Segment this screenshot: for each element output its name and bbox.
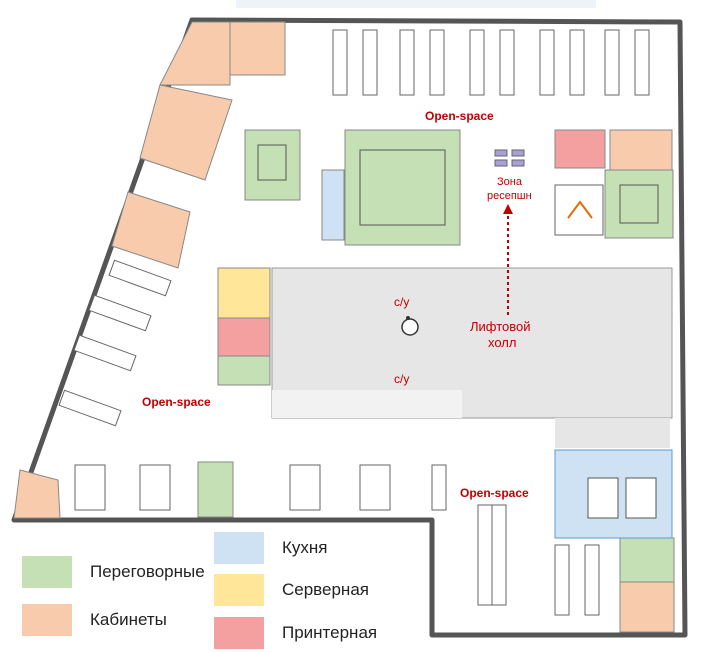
plan-shape: [494, 159, 508, 167]
legend-swatch: [22, 604, 72, 636]
plan-shape: [569, 29, 585, 96]
meeting-room: [344, 129, 461, 246]
printer-room: [217, 317, 271, 357]
plan-shape: [73, 334, 137, 372]
desk-cluster-top: [332, 29, 650, 96]
legend-label: Принтерная: [282, 623, 378, 642]
plan-shape: [399, 29, 415, 96]
label-open-space-top: Open-space: [425, 109, 494, 123]
legend-swatch: [214, 617, 264, 649]
legend-item-printer: Принтерная: [214, 617, 377, 649]
desk-cluster-bottom: [74, 464, 447, 511]
label-lift-2: холл: [488, 335, 516, 350]
label-lift-1: Лифтовой: [470, 319, 531, 334]
legend-label: Серверная: [282, 580, 369, 599]
office-room: [111, 191, 191, 269]
plan-shape: [289, 464, 321, 511]
label-open-space-left: Open-space: [142, 395, 211, 409]
legend-label: Переговорные: [90, 562, 205, 581]
plan-shape: [499, 29, 515, 96]
plan-shape: [494, 149, 508, 157]
plan-shape: [511, 159, 525, 167]
legend-item-office: Кабинеты: [22, 604, 167, 636]
kitchen-room: [321, 169, 345, 241]
corridor: [272, 390, 462, 418]
office-room: [619, 579, 675, 633]
plan-shape: [469, 29, 485, 96]
label-wc-bottom: с/у: [394, 372, 409, 386]
plan-shape: [332, 29, 348, 96]
plan-shape: [406, 316, 410, 320]
stair-mark: [567, 200, 593, 219]
plan-shape: [477, 504, 493, 606]
plan-shape: [74, 464, 106, 511]
plan-shape: [554, 544, 570, 616]
plan-shape: [604, 29, 620, 96]
label-wc-top: с/у: [394, 295, 409, 309]
legend-item-meeting: Переговорные: [22, 556, 205, 588]
plan-shape: [58, 389, 122, 427]
plan-shape: [362, 29, 378, 96]
plan-shape: [108, 259, 172, 297]
plan-shape: [539, 29, 555, 96]
meeting-room: [197, 461, 234, 518]
plan-shape: [139, 464, 171, 511]
office-room: [229, 21, 286, 76]
wheelchair-icon: [401, 316, 419, 336]
legend-swatch: [22, 556, 72, 588]
legend-label: Кабинеты: [90, 610, 167, 629]
legend-swatch: [214, 574, 264, 606]
office-room: [159, 21, 231, 86]
plan-shape: [511, 149, 525, 157]
plan-shape: [401, 318, 419, 336]
meeting-room: [619, 537, 675, 583]
label-open-space-right: Open-space: [460, 486, 529, 500]
label-reception-1: Зона: [497, 176, 523, 188]
printer-room: [554, 129, 606, 169]
core-zone-lower: [555, 418, 670, 448]
top-title-strip: [236, 0, 596, 8]
stair-room: [554, 184, 604, 236]
office-room: [13, 469, 61, 519]
meeting-table: [257, 144, 287, 181]
label-reception-2: ресепшн: [487, 190, 532, 202]
plan-shape: [584, 544, 600, 616]
meeting-table: [619, 184, 659, 224]
plan-shape: [88, 294, 152, 332]
route-arrow-head: [503, 204, 513, 214]
meeting-table: [625, 477, 657, 519]
office-room: [139, 84, 233, 181]
plan-shape: [431, 464, 447, 511]
meeting-room: [244, 129, 301, 201]
legend-label: Кухня: [282, 538, 328, 557]
reception-desks: [494, 149, 525, 167]
plan-shape: [634, 29, 650, 96]
desk-cluster-diagonal: [58, 259, 172, 427]
server-room: [217, 267, 271, 319]
meeting-table: [587, 477, 619, 519]
legend-swatch: [214, 532, 264, 564]
plan-shape: [491, 504, 507, 606]
desk-cluster-right: [477, 504, 600, 616]
plan-shape: [359, 464, 391, 511]
meeting-table: [359, 149, 446, 226]
meeting-room: [604, 169, 674, 239]
plan-shape: [429, 29, 445, 96]
legend-item-kitchen: Кухня: [214, 532, 328, 564]
legend-item-server: Серверная: [214, 574, 369, 606]
meeting-room: [217, 354, 271, 386]
office-room: [609, 129, 673, 173]
